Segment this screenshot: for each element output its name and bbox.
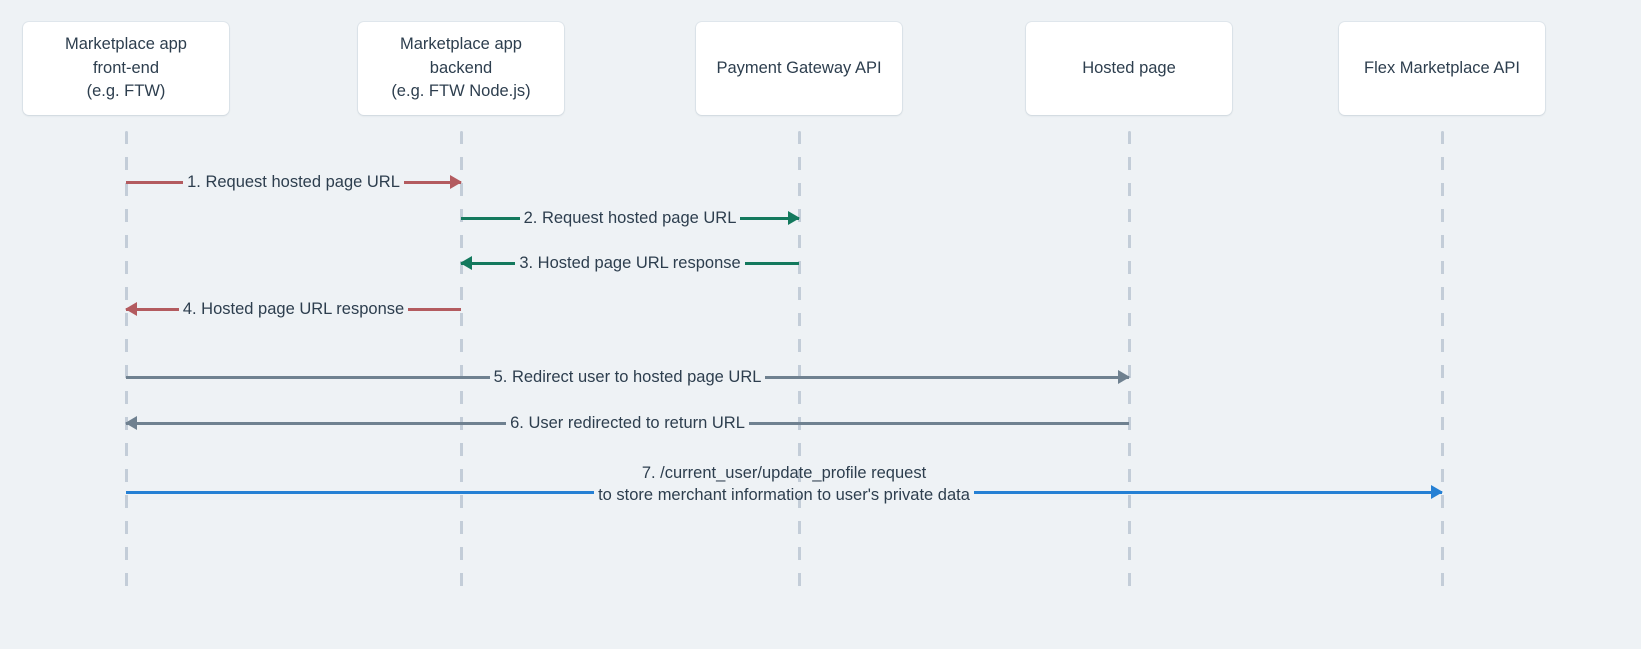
- message-label: 6. User redirected to return URL: [510, 413, 745, 432]
- lifeline-backend: [460, 131, 463, 592]
- message-line-left: [126, 180, 184, 184]
- message-label: 1. Request hosted page URL: [187, 172, 400, 191]
- message-label: 4. Hosted page URL response: [182, 299, 405, 318]
- participant-flex: Flex Marketplace API: [1339, 22, 1545, 115]
- participant-label: Marketplace app front-end (e.g. FTW): [65, 34, 187, 101]
- message-line-right: [740, 211, 800, 225]
- lifeline-flex: [1441, 131, 1444, 592]
- message-line-right: [403, 175, 462, 189]
- arrowhead-left-icon: [125, 302, 137, 316]
- message-line-left: [461, 216, 520, 220]
- participant-hosted: Hosted page: [1026, 22, 1232, 115]
- participant-backend: Marketplace app backend (e.g. FTW Node.j…: [358, 22, 564, 115]
- message-label: 3. Hosted page URL response: [519, 253, 741, 272]
- message-line-left: [126, 490, 595, 494]
- participant-frontend: Marketplace app front-end (e.g. FTW): [23, 22, 229, 115]
- message-line-left: [125, 302, 179, 316]
- arrowhead-left-icon: [125, 416, 137, 430]
- message-line-right: [744, 261, 800, 265]
- message-label: 7. /current_user/update_profile request …: [598, 463, 970, 504]
- message-line-right: [408, 307, 462, 311]
- message-label: 2. Request hosted page URL: [523, 208, 737, 227]
- message-line-right: [748, 421, 1130, 425]
- message-label: 5. Redirect user to hosted page URL: [493, 367, 762, 386]
- arrowhead-right-icon: [450, 175, 462, 189]
- arrowhead-right-icon: [1431, 485, 1443, 499]
- participant-label: Flex Marketplace API: [1364, 58, 1520, 77]
- arrowhead-left-icon: [460, 256, 472, 270]
- participant-label: Payment Gateway API: [716, 58, 882, 77]
- lifeline-gateway: [798, 131, 801, 592]
- lifeline-hosted: [1128, 131, 1131, 592]
- message-line-left: [125, 416, 507, 430]
- participant-label: Marketplace app backend (e.g. FTW Node.j…: [391, 34, 531, 101]
- participant-label: Hosted page: [1082, 58, 1176, 77]
- participant-gateway: Payment Gateway API: [696, 22, 902, 115]
- message-line-left: [460, 256, 516, 270]
- lifeline-frontend: [125, 131, 128, 592]
- arrowhead-right-icon: [1118, 370, 1131, 384]
- message-line-left: [126, 375, 490, 379]
- message-line-right: [765, 370, 1131, 384]
- arrowhead-right-icon: [788, 211, 800, 225]
- message-line-right: [973, 485, 1443, 499]
